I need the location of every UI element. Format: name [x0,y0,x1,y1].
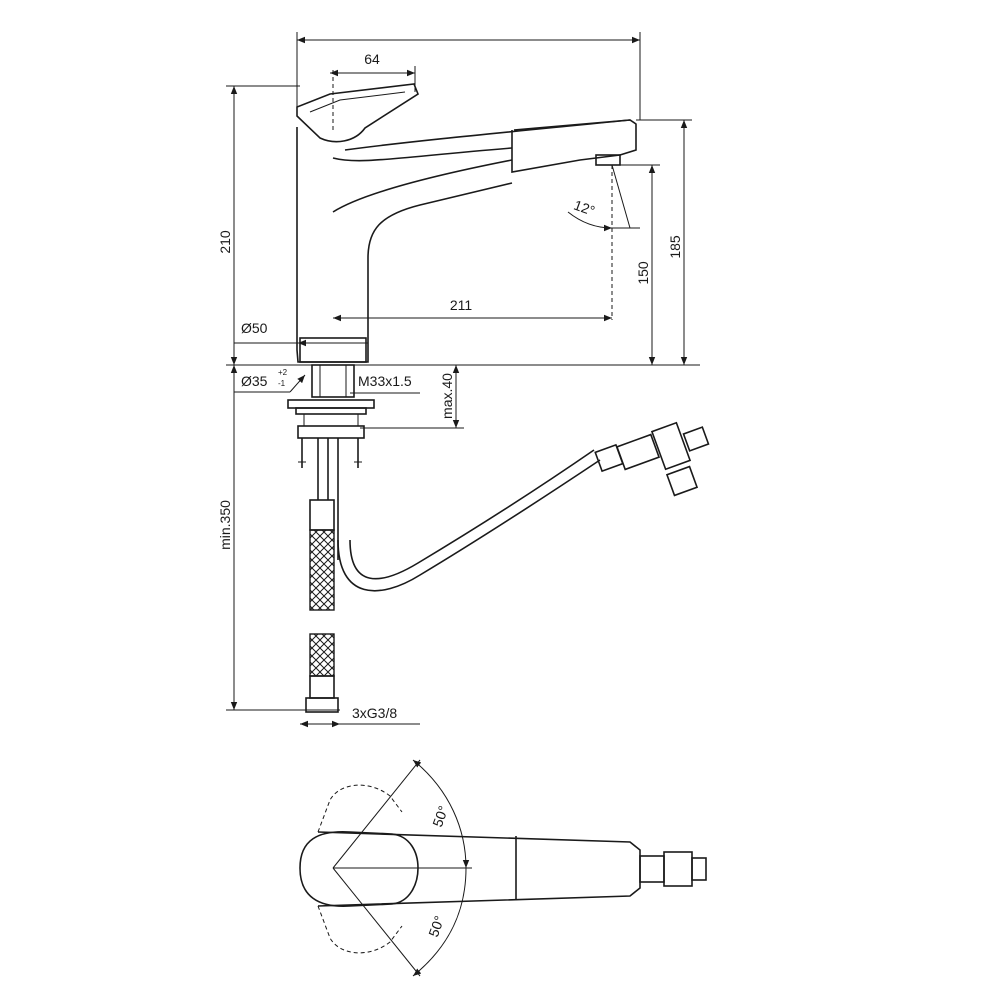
connection-label: 3xG3/8 [352,705,397,721]
dim-64-label: 64 [364,51,380,67]
angle-12-label: 12° [572,197,597,219]
supply-hoses [305,421,710,713]
dim-350-label: min.350 [217,500,233,550]
dim-211-label: 211 [450,297,473,313]
rotation-left-label: 50° [429,804,451,829]
dim-50-label: Ø50 [241,320,268,336]
thread-label: M33x1.5 [358,373,412,389]
faucet-body [296,83,637,363]
dim-150-label: 150 [635,261,651,285]
dim-35-tol-plus: +2 [278,368,288,377]
dim-185-label: 185 [667,235,683,259]
dim-max40-label: max.40 [439,373,455,419]
dim-35-label: Ø35 [241,373,268,389]
mounting-hardware [287,364,375,468]
rotation-right-label: 50° [425,914,447,939]
faucet-top-view [299,759,707,977]
dim-35-tol-minus: -1 [278,379,286,388]
dim-210-label: 210 [217,230,233,254]
